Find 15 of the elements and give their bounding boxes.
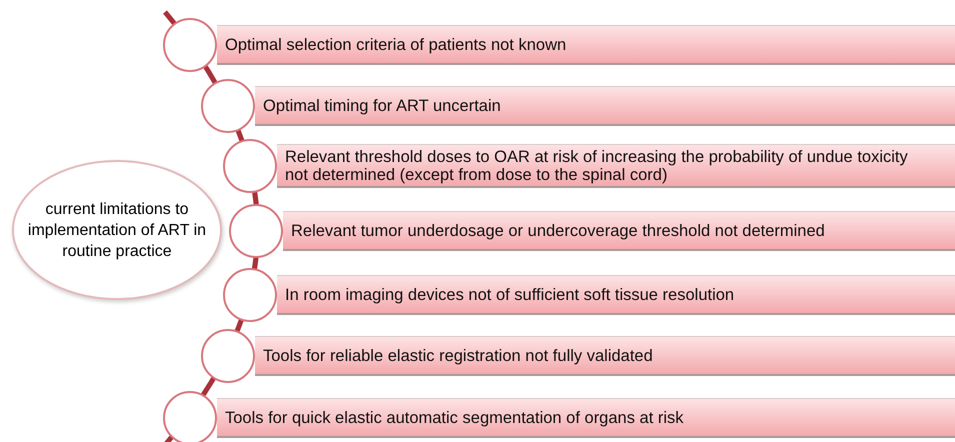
- item-text: Optimal timing for ART uncertain: [263, 96, 501, 114]
- item-text: Relevant tumor underdosage or undercoverage threshold not determined: [291, 222, 825, 240]
- item-bar: [217, 25, 955, 65]
- item-bar: [255, 336, 955, 376]
- item-text: Optimal selection criteria of patients not known: [225, 36, 566, 54]
- item-bar: [277, 275, 955, 315]
- item-text: Tools for reliable elastic registration not fully validated: [263, 346, 653, 364]
- item-text: In room imaging devices not of sufficient soft tissue resolution: [285, 286, 734, 304]
- item-text: Relevant threshold doses to OAR at risk of increasing the probability of undue toxicity not determined (except from dose to the spinal cord): [285, 148, 909, 184]
- item-bar: [277, 144, 955, 188]
- item-bar: [255, 86, 955, 126]
- topic-oval: current limitations to implementation of ART in routine practice: [12, 160, 222, 300]
- item-text: Tools for quick elastic automatic segmentation of organs at risk: [225, 408, 684, 426]
- item-bar: [283, 211, 955, 251]
- item-bar: [217, 398, 955, 438]
